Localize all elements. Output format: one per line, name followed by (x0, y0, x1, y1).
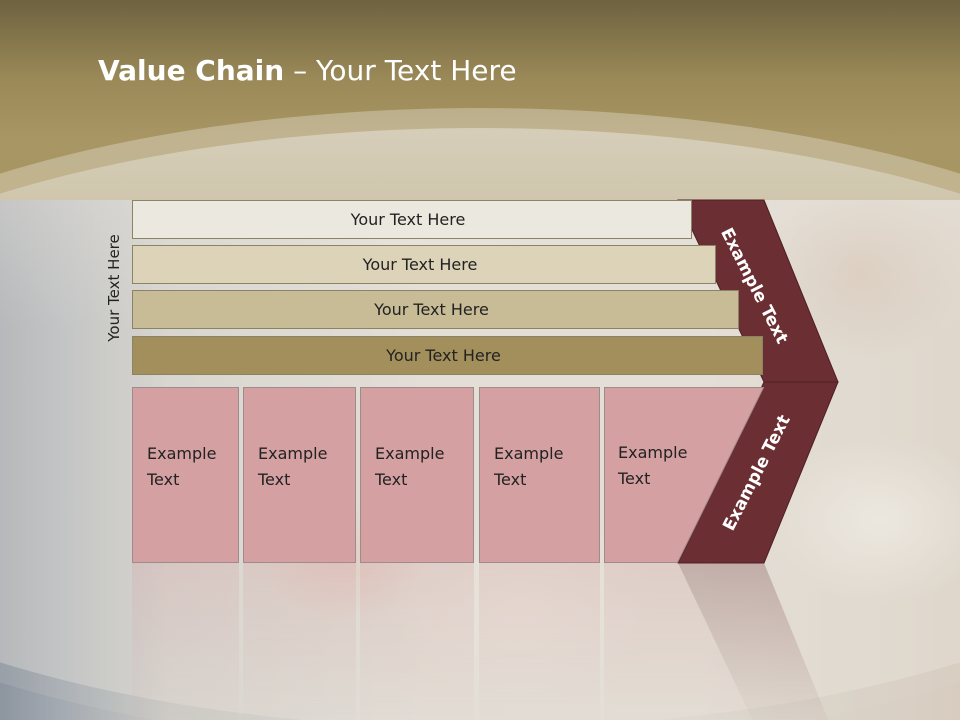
column-1: Example Text (132, 387, 239, 563)
slide-title-rest: – Your Text Here (284, 54, 517, 87)
column-2-line2: Text (258, 470, 291, 489)
bar-2: Your Text Here (132, 245, 716, 284)
column-3-line2: Text (375, 470, 408, 489)
column-5-text: Example Text (618, 440, 687, 492)
column-2: Example Text (243, 387, 356, 563)
bar-1: Your Text Here (132, 200, 692, 239)
column-5-shape (604, 387, 764, 563)
bar-2-label: Your Text Here (362, 255, 478, 274)
bar-3: Your Text Here (132, 290, 739, 329)
column-5-line1: Example (618, 443, 688, 462)
column-4: Example Text (479, 387, 600, 563)
bar-4-label: Your Text Here (386, 346, 501, 365)
column-3: Example Text (360, 387, 474, 563)
column-4-line1: Example (494, 444, 564, 463)
column-1-line1: Example (147, 444, 217, 463)
column-3-line1: Example (375, 444, 445, 463)
column-1-line2: Text (147, 470, 180, 489)
column-5-line2: Text (618, 469, 651, 488)
reflection (0, 563, 960, 720)
reflection-inner (0, 563, 960, 720)
column-5: Example Text (604, 387, 764, 563)
slide-title-bold: Value Chain (98, 54, 285, 87)
slide-title: Value Chain – Your Text Here (98, 54, 517, 87)
bar-3-label: Your Text Here (374, 300, 489, 319)
column-4-line2: Text (494, 470, 527, 489)
column-2-line1: Example (258, 444, 328, 463)
bar-1-label: Your Text Here (350, 210, 466, 229)
bar-4: Your Text Here (132, 336, 763, 375)
reflection-shapes (132, 563, 838, 720)
